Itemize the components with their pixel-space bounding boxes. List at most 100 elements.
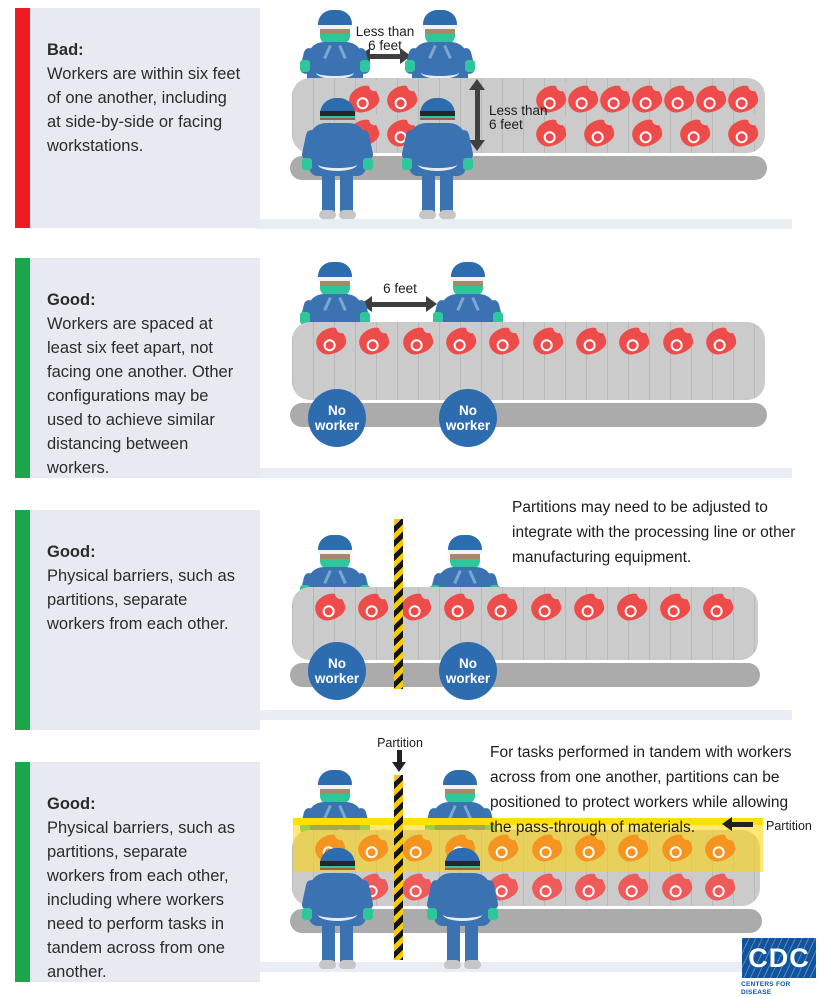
spacing-arrow-label: 6 feet xyxy=(383,281,417,296)
worker-cap-band xyxy=(318,550,352,554)
caption-label: Good: xyxy=(47,795,96,813)
double-arrow-horizontal-icon xyxy=(359,48,411,64)
worker-glove xyxy=(463,158,473,170)
meat-piece xyxy=(485,591,520,623)
worker-mask xyxy=(320,559,350,569)
worker-cap-band xyxy=(318,785,352,789)
meat-piece xyxy=(694,83,728,115)
panel-good-spacing: Good: Workers are spaced at least six fe… xyxy=(0,258,820,508)
panel-good-tandem-partitions: Good: Physical barriers, such as partiti… xyxy=(0,736,820,996)
worker-waist-line xyxy=(318,908,357,921)
no-worker-badge: No worker xyxy=(439,389,497,447)
worker-shoe xyxy=(319,960,336,969)
meat-piece xyxy=(658,591,692,623)
worker-face xyxy=(320,789,350,794)
good-color-bar xyxy=(15,510,30,730)
meat-piece xyxy=(630,83,664,115)
floor-strip xyxy=(256,710,792,720)
worker-shoe xyxy=(444,960,461,969)
meat-piece xyxy=(703,871,737,903)
partition-note: Partitions may need to be adjusted to in… xyxy=(512,499,796,566)
caption-text: Workers are spaced at least six feet apa… xyxy=(47,315,234,477)
double-arrow-vertical-icon xyxy=(469,79,485,151)
worker-cap-band xyxy=(448,550,482,554)
worker-cap xyxy=(448,535,482,551)
worker-shoe xyxy=(464,960,481,969)
worker-cap xyxy=(318,535,352,551)
worker-glove xyxy=(363,158,373,170)
floor-strip xyxy=(256,219,792,229)
worker-mask-strap xyxy=(320,116,355,118)
worker-leg xyxy=(422,174,435,213)
floor-strip xyxy=(256,468,792,478)
panel-bad-spacing: Bad: Workers are within six feet of one … xyxy=(0,8,820,258)
caption-label: Good: xyxy=(47,543,96,561)
worker-mask xyxy=(453,286,483,296)
worker-mask-strap xyxy=(420,116,455,118)
caption-label: Bad: xyxy=(47,41,84,59)
meat-row xyxy=(314,325,738,357)
worker-face xyxy=(445,789,475,794)
meat-piece xyxy=(614,591,649,623)
meat-piece xyxy=(444,325,478,357)
caption-box: Good: Workers are spaced at least six fe… xyxy=(30,258,260,478)
caption-text: Physical barriers, such as partitions, s… xyxy=(47,567,235,633)
meat-piece xyxy=(704,325,738,357)
worker-shoe xyxy=(339,210,356,219)
meat-piece xyxy=(400,325,435,357)
worker-face xyxy=(320,554,350,559)
cdc-logo-line1: CENTERS FOR DISEASE xyxy=(741,981,791,996)
bad-color-bar xyxy=(15,8,30,228)
meat-piece xyxy=(617,325,652,357)
worker-glove xyxy=(360,60,370,72)
worker-cap-band xyxy=(451,277,485,281)
partition-label-right: Partition xyxy=(766,819,812,833)
meat-piece xyxy=(529,871,564,903)
worker-mask-strap xyxy=(420,111,455,116)
spacing-arrow-label: Less than 6 feet xyxy=(355,24,415,53)
worker-facing-away xyxy=(301,98,374,220)
worker-mask-strap xyxy=(320,118,355,120)
worker-cap-band xyxy=(423,25,457,29)
panel-good-partitions: Good: Physical barriers, such as partiti… xyxy=(0,499,820,760)
partition-barrier xyxy=(394,775,403,960)
worker-shoe xyxy=(319,210,336,219)
caption-box: Bad: Workers are within six feet of one … xyxy=(30,8,260,228)
worker-mask xyxy=(425,34,455,44)
down-arrow-icon xyxy=(392,750,406,772)
worker-glove xyxy=(465,60,475,72)
worker-waist-line xyxy=(443,908,482,921)
worker-glove xyxy=(302,158,312,170)
meat-piece xyxy=(314,325,348,357)
meat-piece xyxy=(701,591,735,623)
cdc-logo-text: CENTERS FOR DISEASE CONTROL AND PREVENTI… xyxy=(741,981,819,996)
worker-glove xyxy=(427,908,437,920)
worker-glove xyxy=(405,60,415,72)
meat-piece xyxy=(582,117,616,149)
worker-glove xyxy=(302,908,312,920)
meat-piece xyxy=(726,83,760,115)
meat-row xyxy=(313,591,735,623)
worker-glove xyxy=(402,158,412,170)
meat-piece xyxy=(566,83,600,115)
meat-piece xyxy=(726,117,760,149)
caption-text: Physical barriers, such as partitions, s… xyxy=(47,819,235,981)
meat-group-right xyxy=(534,83,760,149)
worker-glove xyxy=(300,312,310,324)
no-worker-badge: No worker xyxy=(439,642,497,700)
meat-piece xyxy=(660,325,695,357)
worker-cap xyxy=(443,770,477,786)
worker-leg xyxy=(340,174,353,213)
no-worker-badge: No worker xyxy=(308,389,366,447)
worker-waist-line xyxy=(318,158,357,171)
worker-facing-away xyxy=(301,848,374,970)
worker-mask-strap xyxy=(445,861,480,866)
worker-mask-strap xyxy=(445,868,480,870)
worker-cap-band xyxy=(318,25,352,29)
worker-waist-line xyxy=(316,66,354,79)
meat-piece xyxy=(598,83,632,115)
good-color-bar xyxy=(15,762,30,982)
no-worker-badge: No worker xyxy=(308,642,366,700)
worker-face xyxy=(450,554,480,559)
meat-piece xyxy=(630,117,664,149)
